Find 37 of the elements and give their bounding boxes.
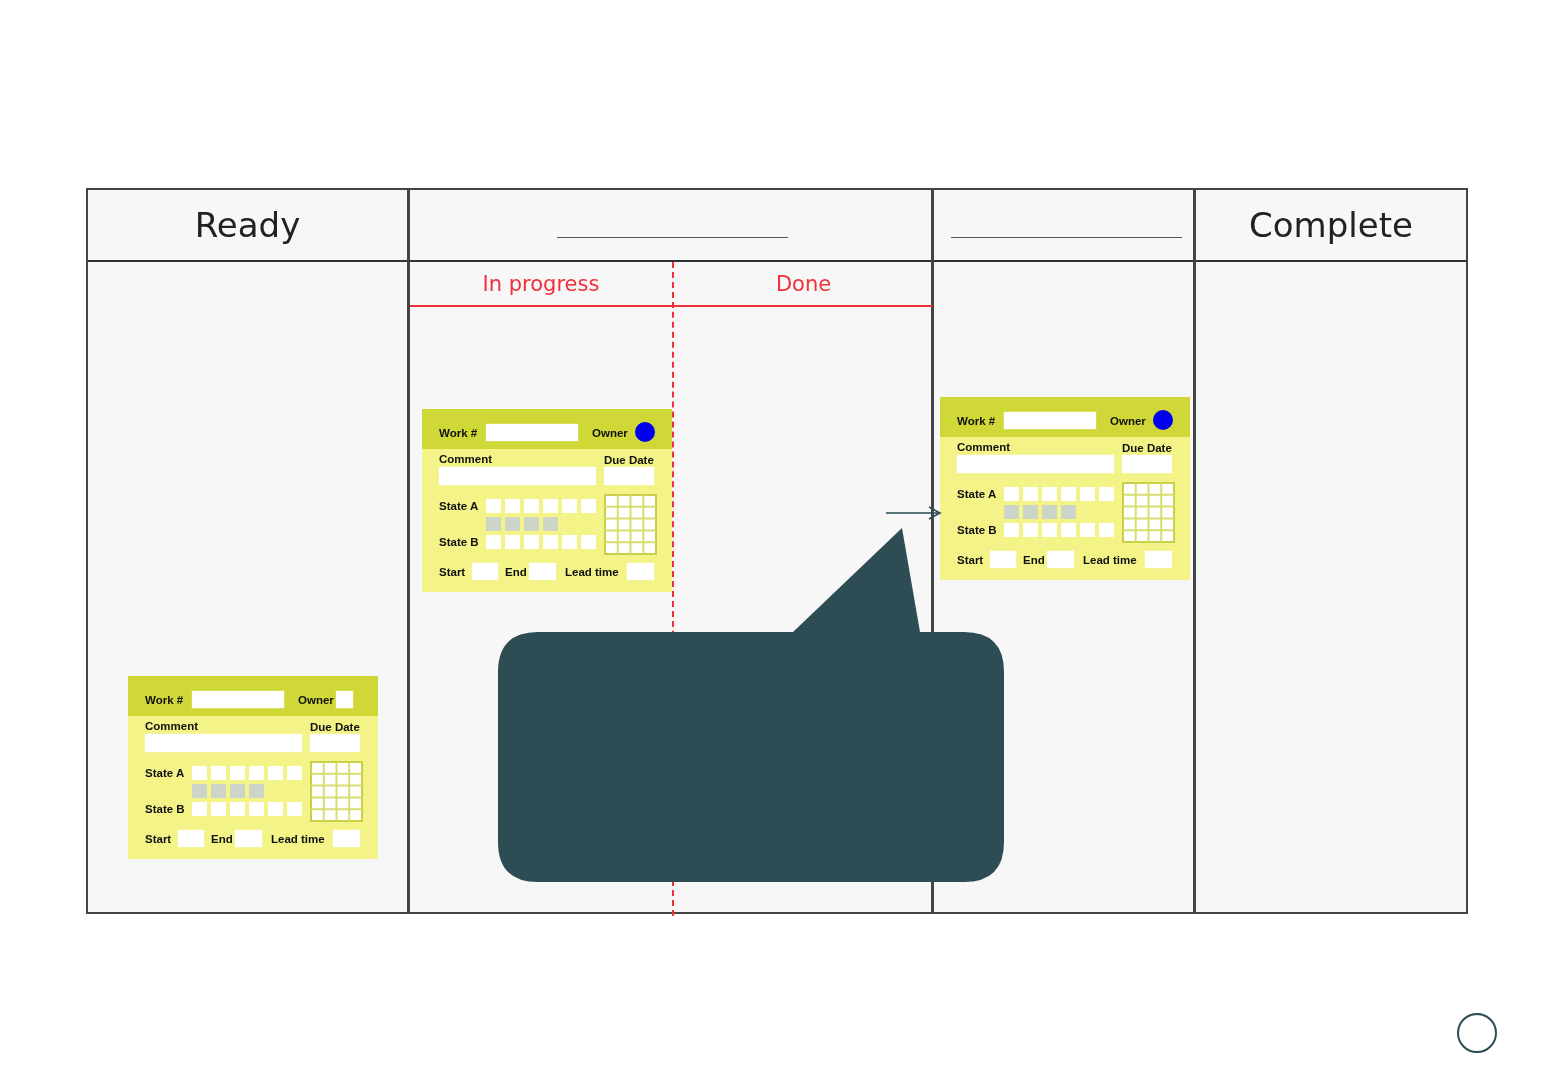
arrow	[885, 506, 941, 520]
field-label: Due Date	[604, 453, 654, 467]
field-label: State A	[145, 766, 185, 780]
board-column	[86, 188, 409, 914]
work-card	[940, 397, 1190, 580]
field-label: Start	[957, 553, 984, 567]
field-label: Lead time	[565, 565, 619, 579]
column-title: Complete	[1249, 205, 1413, 245]
field-label: Work #	[439, 426, 478, 440]
field-label: State A	[957, 487, 997, 501]
field-label: Lead time	[1083, 553, 1137, 567]
field-label: State A	[439, 499, 479, 513]
field-label: Work #	[957, 414, 996, 428]
field-label: Due Date	[310, 720, 360, 734]
field-label: Comment	[439, 452, 493, 466]
field-label: Comment	[145, 719, 199, 733]
field-label: Lead time	[271, 832, 325, 846]
field-label: Comment	[957, 440, 1011, 454]
field-label: State B	[145, 802, 185, 816]
sub-column-title: Done	[775, 271, 832, 296]
board-column	[1194, 188, 1468, 914]
field-label: Due Date	[1122, 441, 1172, 455]
field-label: Owner	[1110, 414, 1146, 428]
sub-column-title: In progress	[482, 271, 600, 296]
field-label: End	[505, 565, 527, 579]
field-label: Start	[439, 565, 466, 579]
field-label: Start	[145, 832, 172, 846]
column-title: Ready	[194, 205, 301, 245]
field-label: State B	[957, 523, 997, 537]
work-card	[128, 676, 378, 859]
field-label: Owner	[298, 693, 334, 707]
field-label: Work #	[145, 693, 184, 707]
field-label: End	[211, 832, 233, 846]
field-label: End	[1023, 553, 1045, 567]
field-label: Owner	[592, 426, 628, 440]
work-card	[422, 409, 672, 592]
field-label: State B	[439, 535, 479, 549]
